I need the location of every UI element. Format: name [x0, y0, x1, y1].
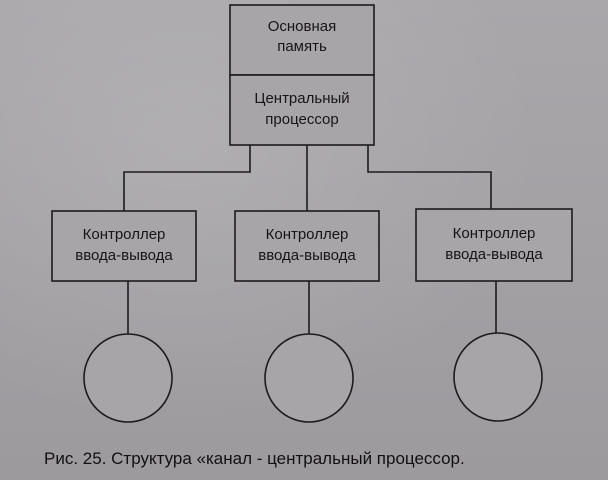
peripheral-device-circle-3 [453, 332, 543, 422]
io-controller-1-label-line1: Контроллер [83, 226, 166, 243]
peripheral-device-circle-2 [264, 333, 354, 423]
main-memory-label-line1: Основная [268, 18, 337, 35]
bus-line-right [367, 145, 492, 211]
cpu-label-line1: Центральный [254, 90, 349, 107]
cpu-box [229, 74, 375, 146]
io-controller-box-3 [415, 208, 573, 282]
bus-line-left [123, 145, 251, 211]
peripheral-device-circle-1 [83, 333, 173, 423]
io-controller-box-1 [51, 210, 197, 282]
figure-caption: Рис. 25. Структура «канал - центральный … [44, 449, 465, 468]
main-memory-label-line2: память [277, 38, 327, 55]
main-memory-box [229, 4, 375, 76]
io-controller-box-2 [234, 210, 380, 282]
cpu-label-line2: процессор [265, 111, 338, 128]
io-controller-2-label-line2: ввода-вывода [258, 247, 356, 264]
io-controller-1-label-line2: ввода-вывода [75, 247, 173, 264]
architecture-diagram: Основная память Центральный процессор Ко… [51, 4, 573, 423]
io-controller-2-label-line1: Контроллер [266, 226, 349, 243]
io-controller-3-label-line1: Контроллер [453, 225, 536, 242]
io-controller-3-label-line2: ввода-вывода [445, 246, 543, 263]
